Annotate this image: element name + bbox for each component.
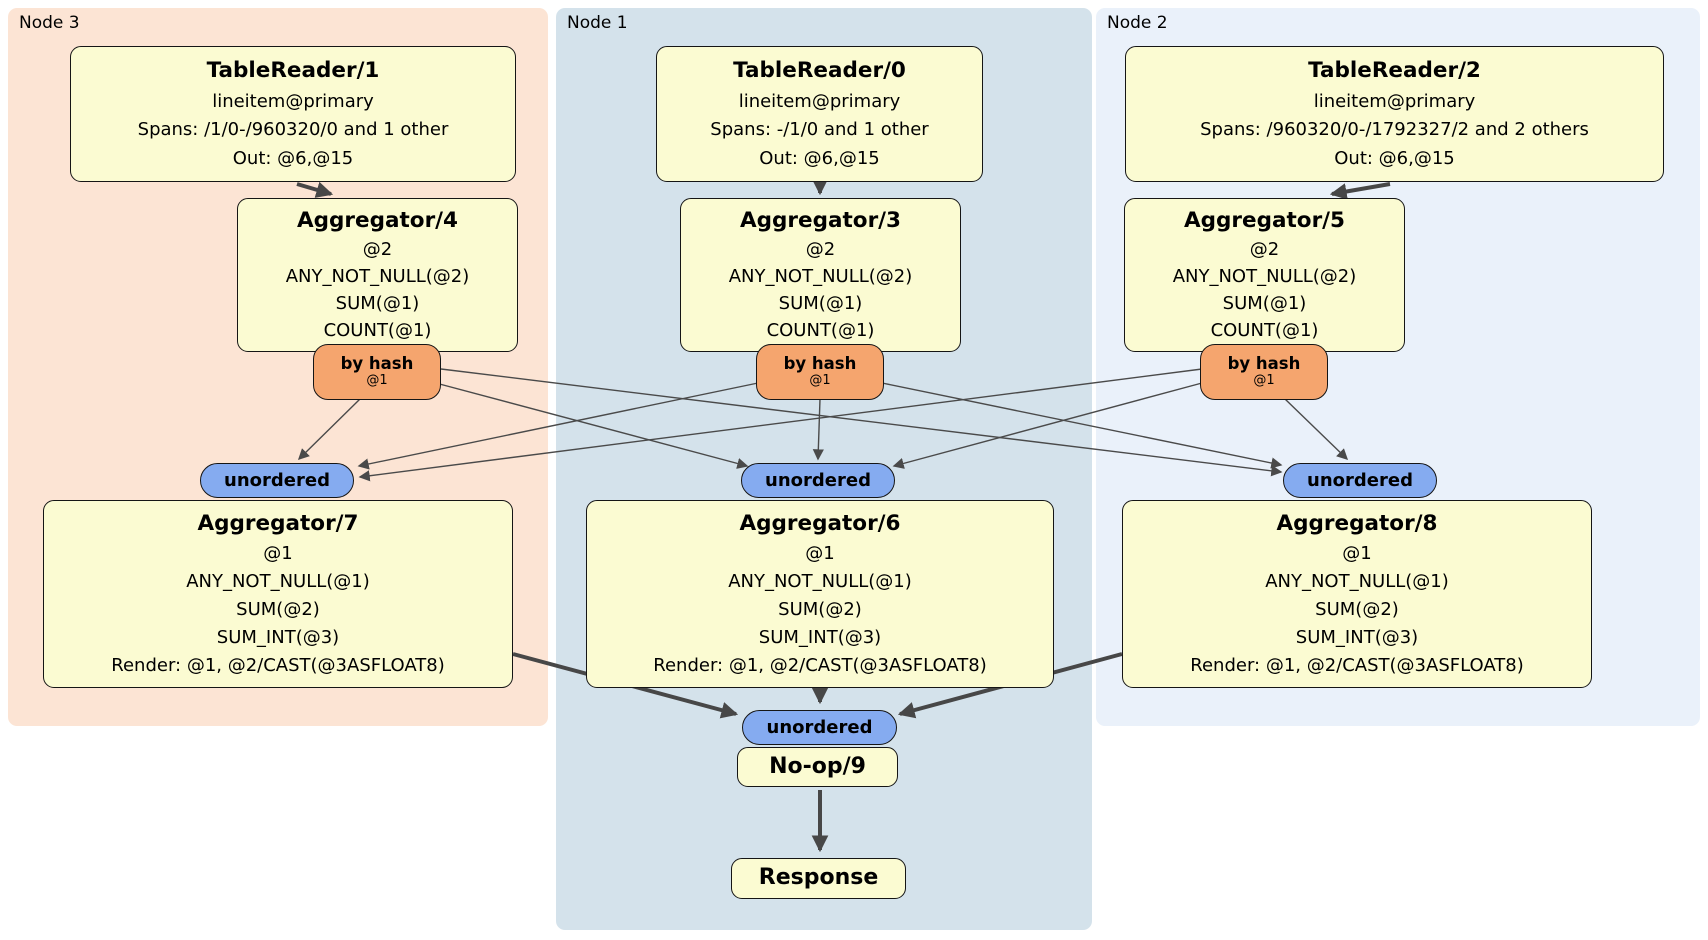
processor-aggregator-5: Aggregator/5 @2 ANY_NOT_NULL(@2) SUM(@1)… — [1124, 198, 1405, 352]
processor-line: SUM(@2) — [778, 598, 862, 620]
processor-line: ANY_NOT_NULL(@2) — [1172, 266, 1357, 287]
processor-line: ANY_NOT_NULL(@2) — [285, 266, 470, 287]
processor-title: Aggregator/6 — [739, 511, 901, 537]
router-key: @1 — [1253, 373, 1275, 389]
processor-line: ANY_NOT_NULL(@1) — [1265, 571, 1449, 592]
processor-line: SUM_INT(@3) — [1295, 626, 1419, 648]
processor-title: TableReader/0 — [733, 57, 906, 83]
processor-title: Aggregator/7 — [197, 511, 359, 537]
processor-line: Out: @6,@15 — [1334, 148, 1455, 170]
processor-title: Aggregator/3 — [740, 208, 901, 234]
sync-label: unordered — [1307, 470, 1413, 491]
processor-line: @2 — [1249, 239, 1280, 261]
processor-line: lineitem@primary — [212, 90, 374, 112]
processor-title: Aggregator/5 — [1184, 208, 1345, 234]
processor-tablereader-0: TableReader/0 lineitem@primary Spans: -/… — [656, 46, 983, 182]
processor-line: Spans: -/1/0 and 1 other — [710, 119, 929, 141]
processor-aggregator-7: Aggregator/7 @1 ANY_NOT_NULL(@1) SUM(@2)… — [43, 500, 513, 688]
processor-title: Response — [758, 865, 879, 891]
processor-title: TableReader/1 — [206, 57, 380, 83]
processor-tablereader-2: TableReader/2 lineitem@primary Spans: /9… — [1125, 46, 1664, 182]
hash-router-5: by hash @1 — [1200, 344, 1328, 400]
processor-noop-9: No-op/9 — [737, 747, 898, 787]
router-label: by hash — [340, 354, 414, 374]
processor-line: @1 — [1342, 543, 1372, 565]
sync-label: unordered — [224, 470, 330, 491]
sync-unordered-left: unordered — [200, 463, 354, 498]
processor-line: ANY_NOT_NULL(@1) — [186, 571, 370, 592]
processor-line: SUM(@2) — [1315, 598, 1399, 620]
hash-router-4: by hash @1 — [313, 344, 441, 400]
hash-router-3: by hash @1 — [756, 344, 884, 400]
region-node3-label: Node 3 — [19, 13, 80, 33]
router-key: @1 — [366, 373, 388, 389]
processor-line: Render: @1, @2/CAST(@3ASFLOAT8) — [1190, 654, 1524, 676]
processor-title: Aggregator/4 — [297, 208, 458, 234]
router-label: by hash — [1227, 354, 1301, 374]
processor-line: @2 — [362, 239, 393, 261]
processor-aggregator-3: Aggregator/3 @2 ANY_NOT_NULL(@2) SUM(@1)… — [680, 198, 961, 352]
region-node2-label: Node 2 — [1107, 13, 1168, 33]
processor-title: No-op/9 — [769, 753, 866, 779]
processor-line: SUM(@1) — [1222, 292, 1307, 314]
processor-line: ANY_NOT_NULL(@2) — [728, 266, 913, 287]
processor-line: COUNT(@1) — [323, 319, 432, 341]
processor-line: SUM(@1) — [778, 292, 863, 314]
sync-unordered-final: unordered — [742, 710, 897, 745]
processor-title: TableReader/2 — [1308, 57, 1481, 83]
processor-aggregator-8: Aggregator/8 @1 ANY_NOT_NULL(@1) SUM(@2)… — [1122, 500, 1592, 688]
processor-line: @2 — [805, 239, 836, 261]
processor-line: Out: @6,@15 — [759, 148, 880, 170]
processor-line: COUNT(@1) — [1210, 319, 1319, 341]
sync-label: unordered — [765, 470, 871, 491]
response-node: Response — [731, 858, 906, 899]
processor-line: Render: @1, @2/CAST(@3ASFLOAT8) — [653, 654, 987, 676]
processor-line: SUM_INT(@3) — [216, 626, 340, 648]
processor-line: Out: @6,@15 — [232, 148, 354, 170]
processor-line: COUNT(@1) — [766, 319, 875, 341]
processor-tablereader-1: TableReader/1 lineitem@primary Spans: /1… — [70, 46, 516, 182]
processor-title: Aggregator/8 — [1276, 511, 1438, 537]
processor-line: SUM_INT(@3) — [758, 626, 882, 648]
processor-aggregator-4: Aggregator/4 @2 ANY_NOT_NULL(@2) SUM(@1)… — [237, 198, 518, 352]
router-label: by hash — [783, 354, 857, 374]
processor-aggregator-6: Aggregator/6 @1 ANY_NOT_NULL(@1) SUM(@2)… — [586, 500, 1054, 688]
processor-line: Render: @1, @2/CAST(@3ASFLOAT8) — [111, 654, 445, 676]
processor-line: lineitem@primary — [738, 90, 901, 112]
sync-label: unordered — [766, 717, 873, 738]
processor-line: ANY_NOT_NULL(@1) — [728, 571, 912, 592]
processor-line: @1 — [263, 543, 293, 565]
processor-line: lineitem@primary — [1313, 90, 1476, 112]
processor-line: @1 — [805, 543, 835, 565]
processor-line: SUM(@2) — [236, 598, 320, 620]
sync-unordered-right: unordered — [1283, 463, 1437, 498]
sync-unordered-center: unordered — [741, 463, 895, 498]
processor-line: Spans: /1/0-/960320/0 and 1 other — [137, 119, 449, 141]
region-node1-label: Node 1 — [567, 13, 628, 33]
router-key: @1 — [809, 373, 831, 389]
processor-line: Spans: /960320/0-/1792327/2 and 2 others — [1200, 119, 1589, 141]
processor-line: SUM(@1) — [335, 292, 420, 314]
